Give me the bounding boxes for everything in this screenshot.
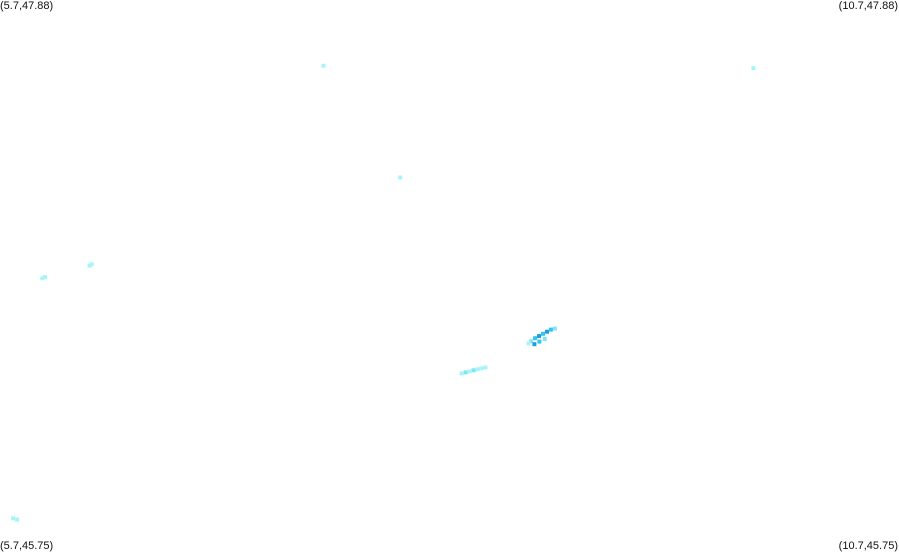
heat-point xyxy=(321,63,326,68)
heat-point xyxy=(483,365,488,370)
heat-point xyxy=(552,326,557,331)
heat-point xyxy=(15,517,20,522)
heat-point xyxy=(751,66,756,71)
heat-point xyxy=(89,262,94,267)
heat-point xyxy=(545,329,549,334)
corner-label-top-left: (5.7,47.88) xyxy=(0,0,54,12)
corner-label-top-right: (10.7,47.88) xyxy=(838,0,898,12)
heat-point xyxy=(526,341,531,346)
heat-point xyxy=(398,175,403,180)
heat-point xyxy=(479,366,484,371)
heat-point xyxy=(533,336,538,341)
heat-points-layer xyxy=(11,63,756,522)
heat-point xyxy=(459,371,464,376)
heat-point xyxy=(537,334,541,339)
heat-point xyxy=(532,342,537,347)
heat-point xyxy=(463,370,468,375)
heat-point xyxy=(541,331,545,336)
heat-point xyxy=(471,368,476,373)
heat-point xyxy=(542,337,547,341)
heat-point xyxy=(40,276,45,281)
heat-point xyxy=(43,275,47,279)
heat-point xyxy=(529,339,534,344)
corner-label-bottom-right: (10.7,45.75) xyxy=(838,540,898,552)
heat-point xyxy=(467,369,472,374)
heat-point xyxy=(537,339,542,344)
heat-point xyxy=(475,367,480,372)
heat-point xyxy=(87,263,92,268)
heat-point xyxy=(11,516,16,521)
corner-label-bottom-left: (5.7,45.75) xyxy=(0,540,54,552)
heat-point xyxy=(548,327,553,332)
